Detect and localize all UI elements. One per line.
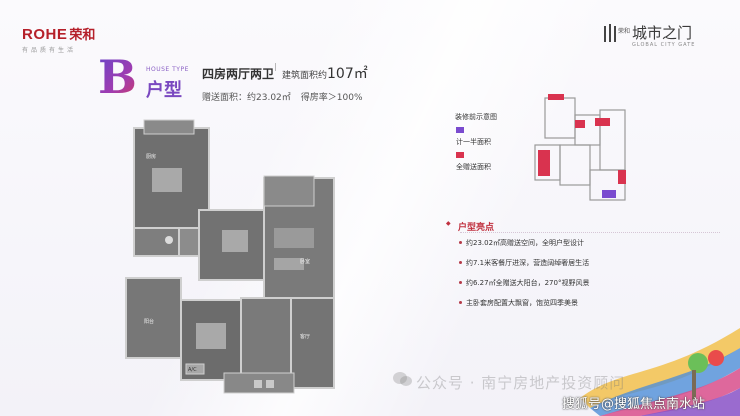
room-label-ac: A/C [188,367,197,373]
highlights-title: 户型亮点 [458,223,495,233]
legend-title: 装修前示意图 [455,113,497,121]
highlight-item: 约23.02㎡高赠送空间，全明户型设计 [459,238,706,258]
area-label: 建筑面积约 [282,71,328,81]
house-type-letter: B [98,50,137,104]
bonus-area: 赠送面积：约23.02㎡ [202,93,291,103]
legend-swatch-half [456,127,464,133]
project-name-en: GLOBAL CITY GATE [632,42,696,48]
highlight-item: 约7.1米客餐厅进深，营造阔绰奢居生活 [459,258,706,278]
highlights-divider [460,232,720,233]
decorative-ribbon [580,328,740,416]
house-type-en: HOUSE TYPE [146,66,189,73]
layout-text: 四房两厅两卫 [202,67,275,81]
sohu-watermark: 搜狐号@搜狐焦点南水站 [562,397,706,412]
room-label-balcony: 阳台 [144,318,154,325]
brand-name-cn: 荣和 [69,28,96,43]
house-type-cn: 户型 [146,80,182,101]
pre-renovation-minimap [534,94,626,201]
room-label-kitchen: 厨房 [146,153,156,160]
highlight-item: 主卧套房配置大飘窗，饱览四季美景 [459,298,706,318]
title-separator: | [274,62,277,71]
brand-tagline: 有品质有生活 [22,47,77,54]
room-label-bedroom: 卧室 [300,258,310,265]
area-value: 107㎡ [327,66,368,82]
highlights-list: 约23.02㎡高赠送空间，全明户型设计 约7.1米客餐厅进深，营造阔绰奢居生活 … [459,238,706,318]
room-label-living: 客厅 [300,333,310,340]
legend-label-gift: 全赠送面积 [456,163,491,171]
project-name: 城市之门 [632,24,693,42]
efficiency-ratio: 得房率＞100% [300,93,363,103]
public-account-watermark: 公众号 · 南宁房地产投资顾问 [416,374,626,392]
wechat-icon [393,372,412,386]
highlights-bullet-icon: ◆ [446,220,451,227]
project-logo-mini: 荣和 [618,28,631,35]
floor-plan: 厨房 阳台 客厅 卧室 A/C [125,119,335,394]
brand-name: ROHE [22,26,68,43]
legend-label-half: 计一半面积 [456,138,491,146]
gate-logo-icon [604,24,616,42]
highlight-item: 约6.27㎡全赠送大阳台，270°视野风景 [459,278,706,298]
legend-swatch-gift [456,152,464,158]
